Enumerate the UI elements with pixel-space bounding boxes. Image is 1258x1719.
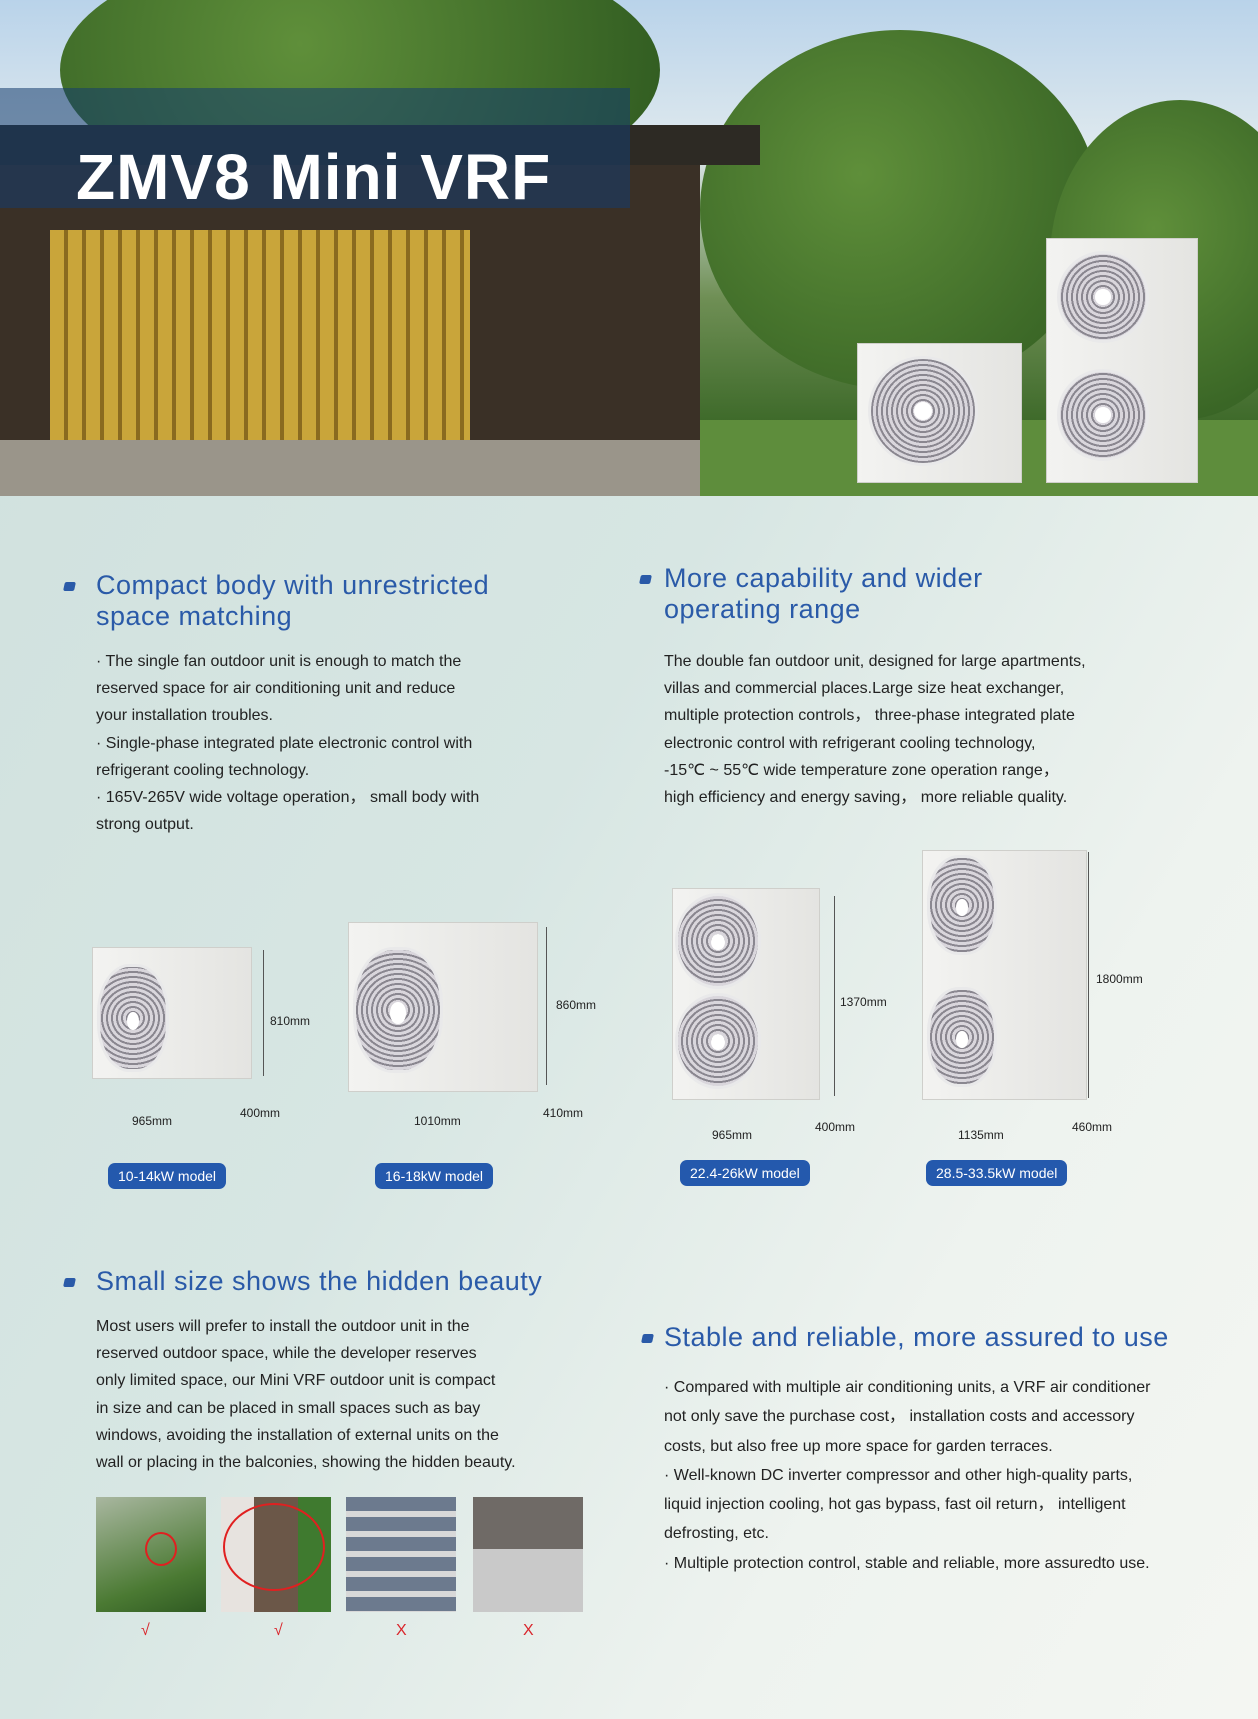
height-dimension: 810mm	[270, 1014, 311, 1028]
body-line: reserved space for air conditioning unit…	[96, 680, 456, 698]
body-line: windows, avoiding the installation of ex…	[96, 1426, 499, 1444]
dimension-line	[546, 927, 547, 1085]
body-line: villas and commercial places.Large size …	[664, 680, 1065, 698]
body-line: costs, but also free up more space for g…	[664, 1437, 1053, 1455]
unit-image-22-26kw	[672, 888, 820, 1100]
fan-icon	[868, 356, 978, 466]
body-line: defrosting, etc.	[664, 1525, 769, 1543]
body-line: · Single-phase integrated plate electron…	[96, 734, 473, 752]
fan-icon	[675, 893, 761, 989]
height-dimension: 860mm	[556, 998, 597, 1012]
section-body: The double fan outdoor unit, designed fo…	[664, 648, 1224, 811]
depth-dimension: 400mm	[815, 1120, 856, 1134]
body-line: reserved outdoor space, while the develo…	[96, 1345, 477, 1363]
model-badge: 28.5-33.5kW model	[926, 1160, 1068, 1186]
body-line: your installation troubles.	[96, 707, 273, 725]
hero-unit-single-fan	[857, 343, 1022, 483]
width-dimension: 1135mm	[958, 1128, 1004, 1142]
section-heading: Stable and reliable, more assured to use	[664, 1322, 1169, 1352]
bullet-icon	[63, 1278, 76, 1287]
body-line: multiple protection controls， three-phas…	[664, 707, 1075, 725]
fan-icon	[927, 987, 997, 1087]
check-mark: √	[141, 1622, 150, 1639]
body-line: not only save the purchase cost， install…	[664, 1408, 1135, 1426]
body-line: Most users will prefer to install the ou…	[96, 1318, 470, 1335]
bullet-icon	[63, 582, 76, 591]
section-body: · Compared with multiple air conditionin…	[664, 1373, 1244, 1578]
bullet-icon	[641, 1334, 654, 1343]
width-dimension: 1010mm	[414, 1114, 461, 1128]
depth-dimension: 460mm	[1072, 1120, 1113, 1134]
depth-dimension: 410mm	[543, 1106, 584, 1120]
body-line: refrigerant cooling technology.	[96, 761, 310, 779]
tree-canopy	[700, 30, 1100, 390]
fan-icon	[1057, 251, 1149, 343]
cross-mark: X	[523, 1622, 534, 1639]
body-line: · Multiple protection control, stable an…	[664, 1554, 1150, 1572]
body-line: strong output.	[96, 816, 194, 834]
installation-photo-incorrect	[346, 1497, 456, 1612]
section-heading: More capability and wider operating rang…	[664, 563, 983, 624]
fan-icon	[927, 855, 997, 955]
body-line: wall or placing in the balconies, showin…	[96, 1454, 516, 1472]
installation-photo-incorrect	[473, 1497, 583, 1612]
body-line: The double fan outdoor unit, designed fo…	[664, 653, 1086, 670]
unit-image-28-33kw	[922, 850, 1087, 1100]
depth-dimension: 400mm	[240, 1106, 281, 1120]
section-body: Most users will prefer to install the ou…	[96, 1313, 616, 1476]
fan-icon	[353, 947, 443, 1073]
fan-icon	[1057, 369, 1149, 461]
model-badge: 10-14kW model	[108, 1163, 227, 1189]
model-badge: 16-18kW model	[375, 1163, 494, 1189]
model-badge: 22.4-26kW model	[680, 1160, 810, 1186]
fan-icon	[675, 993, 761, 1089]
width-dimension: 965mm	[132, 1114, 173, 1128]
body-line: · The single fan outdoor unit is enough …	[96, 653, 462, 670]
section-body: · The single fan outdoor unit is enough …	[96, 648, 596, 838]
body-line: electronic control with refrigerant cool…	[664, 734, 1036, 752]
body-line: only limited space, our Mini VRF outdoor…	[96, 1372, 496, 1390]
hero-banner: ZMV8 Mini VRF	[0, 0, 1258, 496]
body-line: · Well-known DC inverter compressor and …	[664, 1466, 1133, 1484]
page-title: ZMV8 Mini VRF	[76, 141, 552, 213]
check-mark: √	[274, 1622, 283, 1639]
installation-photo-correct	[221, 1497, 331, 1612]
dimension-line	[1088, 852, 1089, 1098]
unit-image-16-18kw	[348, 922, 538, 1092]
body-line: in size and can be placed in small space…	[96, 1399, 481, 1417]
section-heading: Small size shows the hidden beauty	[96, 1266, 543, 1296]
installation-photo-correct	[96, 1497, 206, 1612]
body-line: · Compared with multiple air conditionin…	[664, 1379, 1151, 1396]
decorative-screen	[50, 230, 470, 440]
width-dimension: 965mm	[712, 1128, 753, 1142]
unit-image-10-14kw	[92, 947, 252, 1079]
body-line: · 165V-265V wide voltage operation， smal…	[96, 789, 480, 807]
body-line: high efficiency and energy saving， more …	[664, 789, 1068, 807]
dimension-line	[834, 896, 835, 1096]
cross-mark: X	[396, 1622, 407, 1639]
section-heading: Compact body with unrestricted space mat…	[96, 570, 490, 631]
body-line: -15℃ ~ 55℃ wide temperature zone operati…	[664, 761, 1059, 779]
dimension-line	[263, 950, 264, 1076]
body-line: liquid injection cooling, hot gas bypass…	[664, 1496, 1126, 1514]
pavilion-floor	[0, 440, 700, 496]
bullet-icon	[639, 575, 652, 584]
hero-unit-double-fan	[1046, 238, 1198, 483]
title-band	[0, 88, 630, 208]
fan-icon	[97, 964, 169, 1072]
height-dimension: 1800mm	[1096, 972, 1143, 986]
height-dimension: 1370mm	[840, 995, 887, 1009]
